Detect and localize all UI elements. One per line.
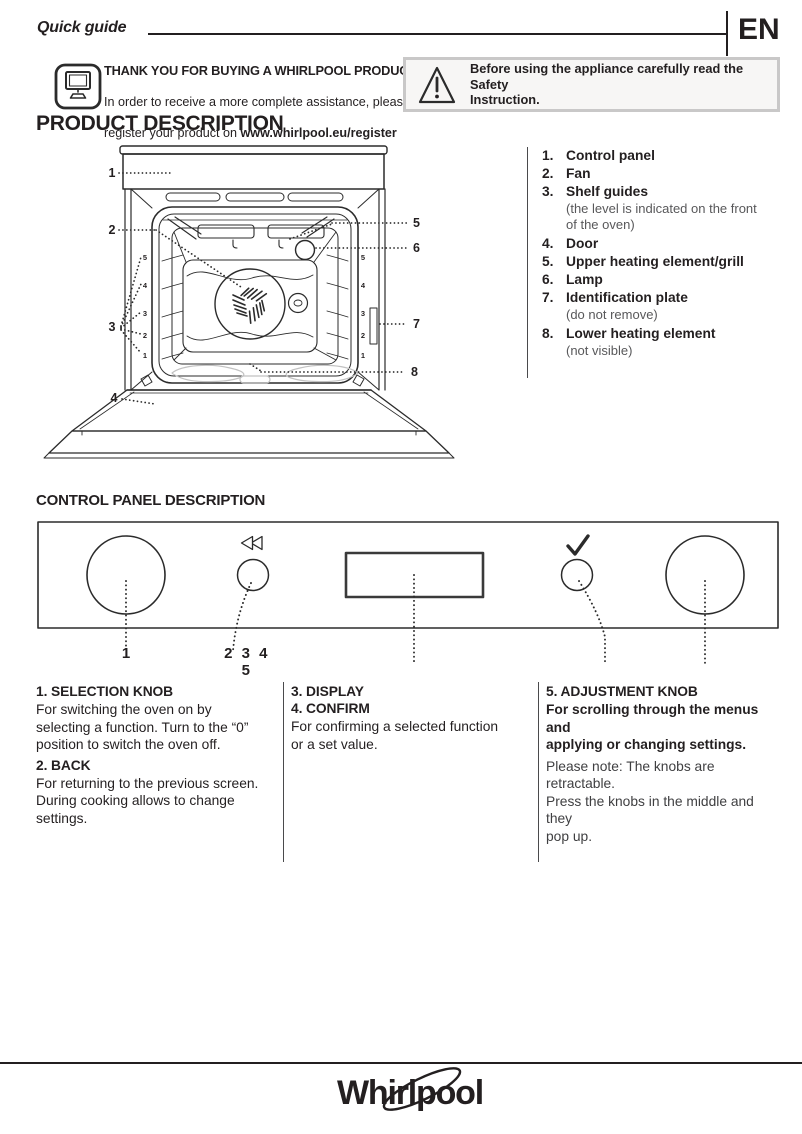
confirm-body: For confirming a selected function or a … (291, 719, 499, 752)
confirm-check-icon (566, 534, 590, 556)
callout-5: 5 (413, 216, 420, 230)
selection-knob-body: For switching the oven on by selecting a… (36, 702, 249, 752)
panel-label-2345: 2 3 4 5 (224, 645, 270, 679)
column-divider (538, 682, 539, 862)
back-icon (240, 535, 263, 551)
callout-7: 7 (413, 317, 420, 331)
callout-leaders (118, 172, 408, 405)
identification-plate (369, 307, 378, 345)
list-divider (527, 147, 528, 378)
door-hinge (140, 374, 153, 387)
part-list-item: 7. Identification plate (do not remove) (542, 290, 688, 322)
lamp (294, 239, 316, 261)
safety-notice-text: Before using the appliance carefully rea… (470, 61, 744, 108)
back-body: For returning to the previous screen. Du… (36, 775, 259, 826)
confirm-heading: 4. CONFIRM (291, 701, 370, 716)
section-title-product-description: PRODUCT DESCRIPTION (36, 112, 284, 135)
adjustment-knob-body: For scrolling through the menus and appl… (546, 702, 759, 752)
parts-list: 1. Control panel 2. Fan 3. Shelf guides … (542, 147, 780, 361)
vent-slot (225, 192, 285, 202)
shelf-level-numbers-left: 5 4 3 2 1 (143, 253, 148, 360)
part-list-item: 2. Fan (542, 166, 591, 181)
column-selection-back: 1. SELECTION KNOB For switching the oven… (36, 684, 282, 831)
register-monitor-icon (54, 63, 102, 110)
footer-rule (0, 1062, 802, 1064)
register-line1: In order to receive a more complete assi… (104, 94, 410, 109)
cavity-opening (171, 227, 339, 365)
callout-3: 3 (109, 320, 116, 334)
column-adjustment: 5. ADJUSTMENT KNOB For scrolling through… (546, 684, 778, 849)
back-button (236, 558, 270, 592)
part-list-item: 1. Control panel (542, 148, 655, 163)
oven-top-plate (119, 145, 388, 155)
svg-text:2: 2 (143, 331, 147, 340)
register-line2: register your product on (104, 125, 241, 140)
fan-hub-detail (287, 292, 309, 314)
part-list-item: 3. Shelf guides (the level is indicated … (542, 184, 757, 232)
part-list-item: 4. Door (542, 236, 599, 251)
adjustment-knob (665, 535, 745, 615)
callout-6: 6 (413, 241, 420, 255)
control-panel-band (122, 153, 385, 190)
oven-diagram: 1 2 3 4 5 6 7 8 5 4 3 2 1 5 4 3 2 1 (43, 145, 455, 459)
shelf-guides (161, 254, 349, 360)
adjustment-knob-heading: 5. ADJUSTMENT KNOB (546, 684, 698, 699)
svg-text:2: 2 (361, 331, 365, 340)
selection-knob (86, 535, 166, 615)
part-list-item: 6. Lamp (542, 272, 603, 287)
section-title-control-panel: CONTROL PANEL DESCRIPTION (36, 492, 266, 509)
register-heading: THANK YOU FOR BUYING A WHIRLPOOL PRODUCT (104, 63, 416, 78)
logo-swoosh (382, 1067, 462, 1111)
register-text: In order to receive a more complete assi… (104, 79, 410, 141)
panel-label-1: 1 (121, 645, 131, 662)
control-panel-outline (37, 521, 779, 629)
door-hinge (352, 374, 365, 387)
control-panel-diagram (37, 521, 779, 664)
svg-text:1: 1 (143, 351, 147, 360)
column-display-confirm: 3. DISPLAY 4. CONFIRM For confirming a s… (291, 684, 529, 757)
register-url: www.whirlpool.eu/register (240, 125, 397, 140)
callout-2: 2 (109, 223, 116, 237)
vent-slot (165, 192, 221, 202)
header-rule (148, 33, 727, 35)
language-code: EN (738, 13, 780, 46)
fan-blades (232, 287, 268, 325)
svg-text:4: 4 (143, 281, 148, 290)
cavity-floor-detail (171, 364, 359, 384)
grill-element (162, 216, 348, 249)
adjustment-knob-note: Please note: The knobs are retractable. … (546, 758, 754, 844)
fan (214, 268, 286, 340)
confirm-button (560, 558, 594, 592)
callout-8: 8 (411, 365, 418, 379)
column-divider (283, 682, 284, 862)
shelf-level-numbers-right: 5 4 3 2 1 (361, 253, 366, 360)
callout-4: 4 (111, 391, 118, 405)
svg-text:1: 1 (361, 351, 365, 360)
svg-text:5: 5 (143, 253, 147, 262)
selection-knob-heading: 1. SELECTION KNOB (36, 684, 174, 699)
svg-text:3: 3 (143, 309, 147, 318)
back-heading: 2. BACK (36, 757, 91, 773)
oven-door (43, 374, 455, 459)
part-list-item: 8. Lower heating element (not visible) (542, 326, 716, 358)
header-rule-end (726, 11, 728, 56)
panel-leaders (125, 574, 706, 664)
back-panel (182, 259, 318, 353)
safety-notice-box: Before using the appliance carefully rea… (403, 57, 780, 112)
vent-slot (287, 192, 344, 202)
whirlpool-logo: Whirlpool (337, 1067, 484, 1112)
doc-title: Quick guide (37, 19, 127, 36)
svg-text:4: 4 (361, 281, 366, 290)
svg-text:3: 3 (361, 309, 365, 318)
part-list-item: 5. Upper heating element/grill (542, 254, 744, 269)
warning-triangle-icon (418, 66, 456, 103)
display-heading: 3. DISPLAY (291, 684, 364, 699)
callout-1: 1 (109, 166, 116, 180)
svg-text:5: 5 (361, 253, 365, 262)
